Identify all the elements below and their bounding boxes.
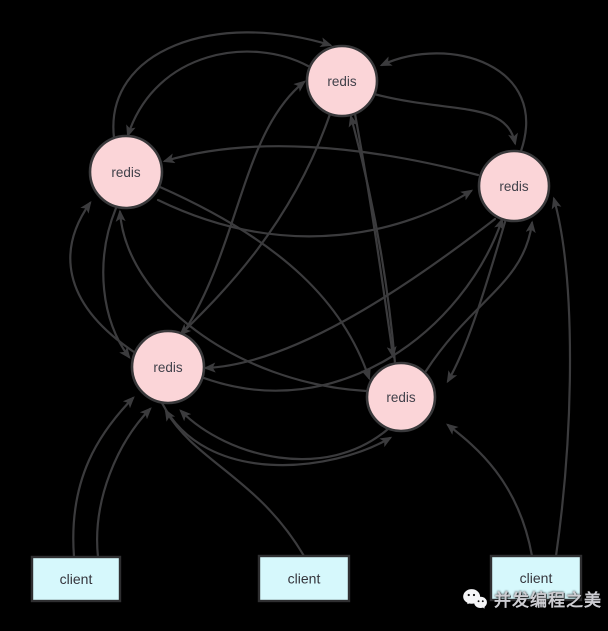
redis-bottom-center-circle [365, 361, 437, 433]
client-left-label: client [60, 571, 93, 587]
edge-redis-right-to-redis-top [379, 52, 528, 153]
redis-right-node: redis [477, 149, 551, 223]
edge-client-left-to-redis-bottom-left [96, 407, 152, 559]
edge-redis-left-to-redis-top [112, 31, 333, 140]
edge-redis-top-to-redis-right [372, 92, 518, 146]
edges-layer [69, 31, 572, 559]
edge-client-right-to-redis-bottom-center [446, 423, 534, 558]
edge-redis-top-to-redis-bottom-left [179, 112, 332, 336]
client-middle-box [257, 554, 351, 603]
redis-right-label: redis [499, 179, 529, 194]
edge-redis-right-to-redis-left [162, 145, 480, 177]
edge-redis-right-to-redis-bottom-center [446, 220, 507, 384]
redis-bottom-center-label: redis [386, 390, 416, 405]
edge-client-middle-to-redis-bottom-left [164, 408, 306, 558]
edge-redis-bottom-left-to-redis-right [202, 217, 504, 392]
client-left-node: client [30, 555, 122, 603]
redis-top-label: redis [327, 74, 357, 89]
edge-client-left-to-redis-bottom-left [72, 396, 135, 559]
redis-left-circle [88, 134, 164, 210]
edge-redis-bottom-left-to-redis-left [69, 200, 136, 354]
edge-redis-bottom-center-to-redis-top [348, 114, 397, 365]
edge-client-right-to-redis-right [551, 196, 572, 558]
edge-redis-bottom-left-to-redis-top [182, 80, 306, 334]
edge-redis-bottom-center-to-redis-bottom-left [179, 409, 390, 461]
nodes-layer: redis redis redis redis redis [88, 44, 551, 433]
redis-bottom-left-node: redis [130, 329, 206, 405]
clients-layer: client client client [30, 554, 583, 603]
redis-bottom-left-circle [130, 329, 206, 405]
edge-redis-top-to-redis-left [126, 50, 310, 138]
client-right-label: client [520, 570, 553, 586]
edge-redis-left-to-redis-bottom-center [158, 185, 371, 381]
redis-bottom-center-node: redis [365, 361, 437, 433]
edge-redis-left-to-redis-bottom-left [102, 206, 131, 359]
edge-redis-bottom-center-to-redis-left [115, 209, 368, 393]
redis-left-label: redis [111, 165, 141, 180]
client-middle-label: client [288, 571, 321, 587]
redis-left-node: redis [88, 134, 164, 210]
edge-redis-left-to-redis-right [156, 189, 474, 238]
redis-top-node: redis [305, 44, 379, 118]
edge-redis-bottom-center-to-redis-right [424, 220, 536, 373]
redis-top-circle [305, 44, 379, 118]
edge-redis-right-to-redis-bottom-left [203, 217, 497, 373]
client-left-box [30, 555, 122, 603]
redis-right-circle [477, 149, 551, 223]
edge-redis-top-to-redis-bottom-center [353, 112, 397, 359]
client-right-box [489, 554, 583, 602]
client-middle-node: client [257, 554, 351, 603]
redis-bottom-left-label: redis [153, 360, 183, 375]
client-right-node: client [489, 554, 583, 602]
edge-redis-bottom-left-to-redis-bottom-center [160, 401, 393, 467]
